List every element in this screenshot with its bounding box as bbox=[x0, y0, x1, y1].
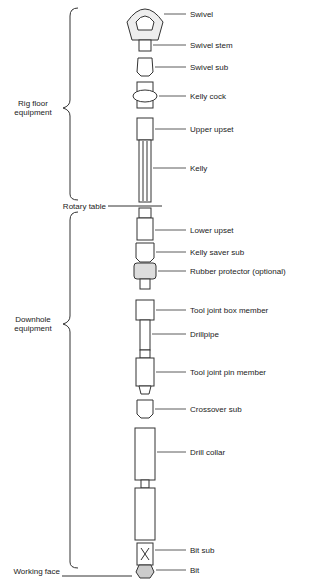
part-label: Crossover sub bbox=[190, 405, 242, 414]
part-label: Tool joint box member bbox=[190, 306, 268, 315]
group-label: Rig floor equipment bbox=[6, 99, 60, 117]
part-label: Bit bbox=[190, 566, 199, 575]
part-label: Upper upset bbox=[190, 125, 234, 134]
level-label: Rotary table bbox=[63, 202, 106, 211]
part-label: Drill collar bbox=[190, 448, 225, 457]
part-label: Lower upset bbox=[190, 226, 234, 235]
part-label: Drillpipe bbox=[190, 330, 219, 339]
part-label: Rubber protector (optional) bbox=[190, 267, 286, 276]
part-label: Tool joint pin member bbox=[190, 368, 266, 377]
part-label: Swivel sub bbox=[190, 63, 228, 72]
part-label: Bit sub bbox=[190, 546, 214, 555]
part-label: Swivel stem bbox=[190, 41, 233, 50]
part-label: Swivel bbox=[190, 10, 213, 19]
part-label: Kelly bbox=[190, 164, 207, 173]
level-label: Working face bbox=[13, 567, 60, 576]
group-label: Downhole equipment bbox=[6, 315, 60, 333]
part-label: Kelly cock bbox=[190, 92, 226, 101]
part-label: Kelly saver sub bbox=[190, 248, 244, 257]
